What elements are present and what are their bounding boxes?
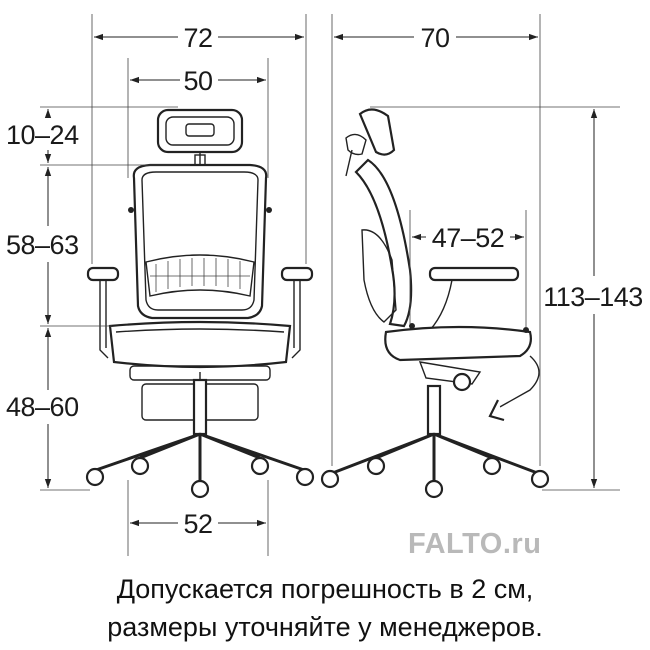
dimension-seat-height: 48–60 — [6, 392, 79, 422]
dimension-headrest-adjust: 10–24 — [6, 120, 79, 150]
extension-lines — [40, 14, 620, 556]
brand-watermark: FALTO.ru — [408, 528, 542, 560]
disclaimer-line-2: размеры уточняйте у менеджеров. — [107, 612, 543, 642]
dimension-base-width: 52 — [183, 509, 212, 539]
disclaimer-line-1: Допускается погрешность в 2 см, — [116, 574, 534, 604]
dimension-seat-depth: 47–52 — [432, 223, 505, 253]
dimension-front-width-total: 72 — [183, 23, 212, 53]
dimension-back-width: 50 — [183, 66, 212, 96]
dimension-total-height: 113–143 — [543, 282, 643, 312]
dimension-back-height: 58–63 — [6, 230, 79, 260]
front-view-chair — [85, 108, 315, 499]
dimension-side-depth-total: 70 — [420, 23, 449, 53]
side-view-chair — [320, 108, 550, 499]
